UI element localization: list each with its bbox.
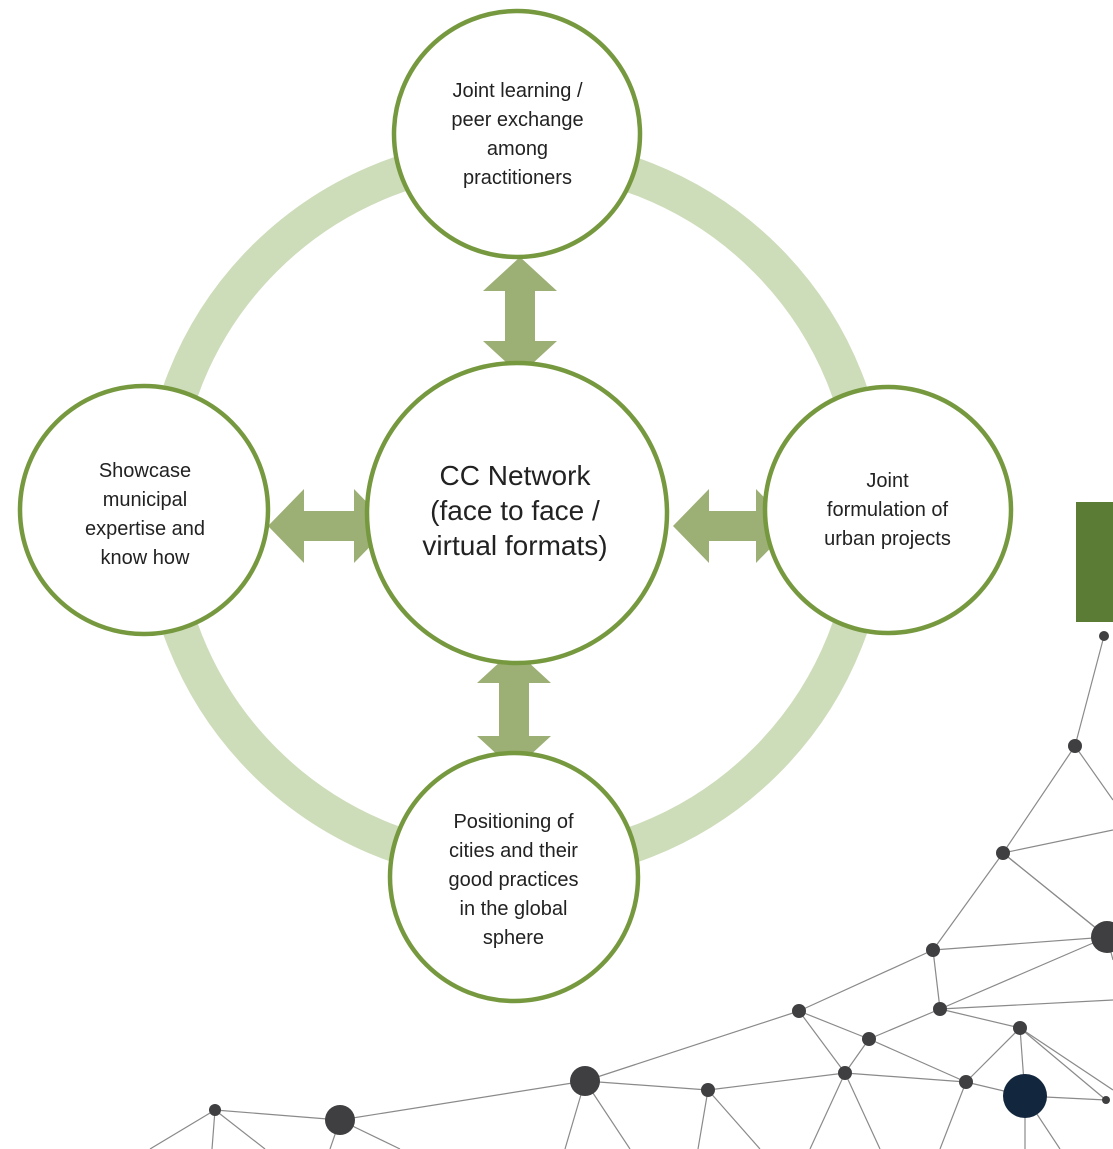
node-left-circle	[17, 383, 271, 637]
arrow-right-center	[673, 489, 792, 563]
arrow-left-center	[268, 489, 390, 563]
network-link	[1002, 852, 1108, 938]
network-node	[1013, 1021, 1027, 1035]
network-link	[584, 1010, 800, 1082]
network-link	[707, 1089, 761, 1149]
node-bottom-circle	[387, 750, 641, 1004]
network-node	[926, 943, 940, 957]
network-link	[1019, 1027, 1113, 1091]
network-link	[584, 1080, 709, 1091]
network-link	[149, 1109, 216, 1149]
network-link	[932, 949, 941, 1010]
node-right-label: Joint formulation of urban projects	[824, 469, 951, 550]
network-link	[809, 1072, 846, 1149]
network-node	[1068, 739, 1082, 753]
node-bottom-label: Positioning of cities and their good pra…	[448, 810, 579, 949]
network-node	[862, 1032, 876, 1046]
network-link	[1019, 1027, 1107, 1101]
network-link	[965, 1027, 1021, 1083]
network-link	[211, 1109, 216, 1149]
network-link	[214, 1109, 341, 1121]
network-link	[798, 949, 934, 1012]
network-link	[939, 1008, 1021, 1029]
network-link	[844, 1072, 967, 1083]
node-right-circle	[762, 384, 1014, 636]
network-node	[959, 1075, 973, 1089]
network-link	[932, 852, 1004, 951]
network-node	[996, 846, 1010, 860]
arrow-bottom-center	[477, 649, 551, 770]
network-link	[697, 1089, 709, 1149]
network-link	[939, 999, 1113, 1010]
network-decoration	[149, 631, 1113, 1149]
network-node	[1091, 921, 1113, 953]
network-hub-node	[1003, 1074, 1047, 1118]
network-node	[1099, 631, 1109, 641]
network-link	[844, 1072, 881, 1149]
node-top-label: Joint learning / peer exchange among pra…	[451, 80, 584, 189]
network-link	[1074, 635, 1105, 747]
center-node-label: CC Network (face to face / virtual forma…	[422, 459, 608, 561]
network-link	[707, 1072, 846, 1091]
network-link	[932, 936, 1108, 951]
network-link	[868, 1008, 941, 1040]
network-link	[339, 1080, 586, 1121]
network-link	[939, 1081, 967, 1149]
network-node	[209, 1104, 221, 1116]
network-link	[868, 1038, 967, 1083]
network-node	[838, 1066, 852, 1080]
network-node	[933, 1002, 947, 1016]
network-node	[325, 1105, 355, 1135]
network-node	[701, 1083, 715, 1097]
network-link	[939, 936, 1108, 1010]
network-link	[214, 1109, 266, 1149]
center-node-circle	[364, 360, 670, 666]
side-accent-bar	[1076, 502, 1113, 622]
network-link	[1002, 829, 1113, 854]
network-node	[792, 1004, 806, 1018]
network-node	[1102, 1096, 1110, 1104]
node-circles	[17, 8, 1014, 1004]
connector-arrows	[268, 257, 792, 770]
node-top-circle	[391, 8, 643, 260]
network-link	[1074, 745, 1113, 801]
network-link	[798, 1010, 870, 1040]
network-node	[570, 1066, 600, 1096]
arrow-top-center	[483, 257, 557, 375]
network-link	[798, 1010, 846, 1074]
node-left-label: Showcase municipal expertise and know ho…	[84, 460, 206, 569]
network-link	[1002, 745, 1076, 854]
